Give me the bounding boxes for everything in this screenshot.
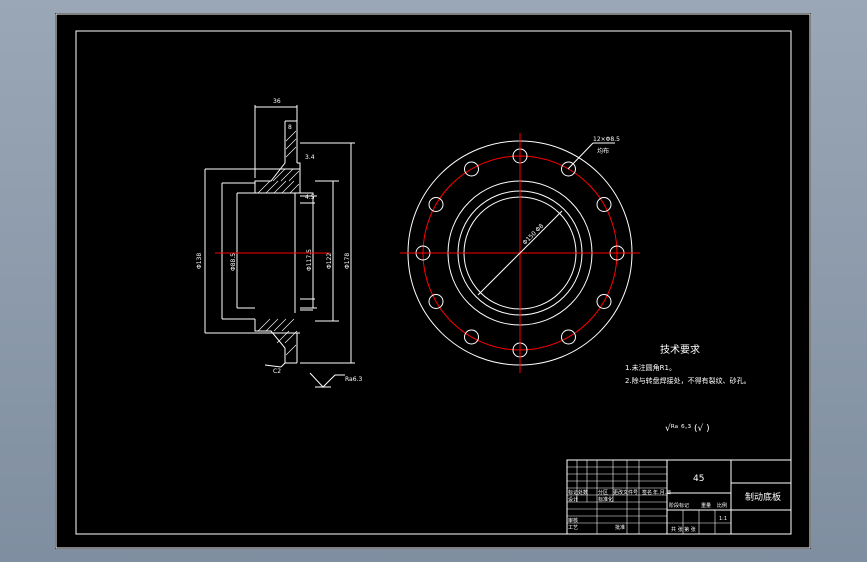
dim-roughness: Ra6.3 (345, 376, 362, 383)
tb-label-change-doc: 更改文件号 (613, 489, 638, 496)
tb-material: 45 (693, 474, 704, 484)
tb-scale: 比例 (717, 502, 727, 509)
tb-standard: 标准化 (598, 496, 613, 503)
label-bolt-holes: 12×Φ8.5 (593, 136, 620, 143)
outer-frame (55, 13, 811, 549)
tb-label-count: 处数 (578, 489, 588, 496)
section-view (204, 105, 355, 388)
tb-design: 设计 (568, 496, 578, 503)
dim-d2: 4.5 (305, 194, 315, 201)
tb-stage: 阶段标记 (669, 502, 689, 509)
dim-d1: 3.4 (305, 154, 315, 161)
tb-label-signature: 签名 (642, 489, 652, 496)
dim-mid-dia: Φ122 (326, 253, 333, 269)
dim-outer-dia: Φ138 (196, 253, 203, 269)
tb-scale-value: 1:1 (719, 516, 727, 522)
cad-viewport[interactable]: 36 8 3.4 4.5 Φ138 Φ88.5 Φ117.5 Φ122 Φ178… (55, 13, 811, 549)
tb-label-zone: 分区 (598, 489, 608, 496)
tech-req-title: 技术要求 (660, 343, 700, 356)
tb-label-mark: 标记 (568, 489, 578, 496)
dim-hub-dia: Φ117.5 (306, 249, 313, 271)
title-block-grid (567, 460, 731, 534)
dim-flange-dia: Φ178 (344, 253, 351, 269)
tech-req-line2: 2.除与转盘焊接处，不得有裂纹、砂孔。 (625, 376, 751, 385)
front-leaders (477, 142, 615, 296)
roughness-note: √ᴿᵃ ⁶·³ (√ ) (665, 423, 710, 434)
tb-label-date: 年.月.日 (653, 489, 671, 496)
tb-part-name: 制动底板 (745, 491, 781, 503)
tb-weight: 重量 (701, 502, 711, 509)
dim-groove: 8 (288, 124, 292, 131)
tech-req-line1: 1.未注圆角R1。 (625, 363, 676, 372)
tb-approve: 批准 (615, 524, 625, 531)
label-bolt-note: 均布 (597, 147, 609, 155)
dim-top-width: 36 (273, 98, 281, 105)
tb-review: 审核 (568, 517, 578, 524)
section-hatch (257, 130, 300, 356)
dim-inner-dia: Φ88.5 (230, 253, 237, 271)
tb-sheet: 共 张 第 张 (671, 526, 696, 533)
label-pcd: Φ150 Φ8 (521, 223, 545, 247)
inner-frame (75, 30, 792, 535)
dim-chamfer: C2 (273, 368, 281, 375)
tb-process: 工艺 (568, 525, 578, 531)
drawing-canvas: 36 8 3.4 4.5 Φ138 Φ88.5 Φ117.5 Φ122 Φ178… (55, 13, 811, 549)
